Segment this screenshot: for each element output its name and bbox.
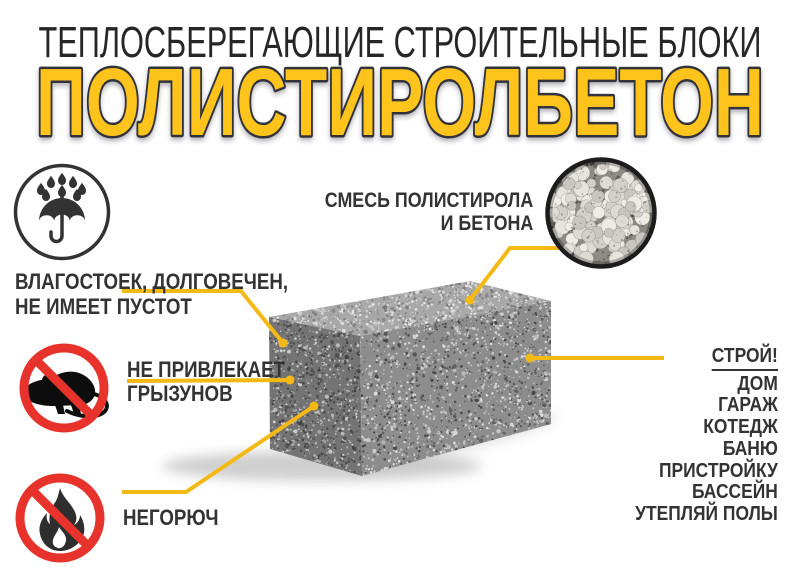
mix-label-line1: СМЕСЬ ПОЛИСТИРОЛА [325,190,533,213]
fire-label: НЕГОРЮЧ [123,506,219,530]
build-list-item: БАССЕЙН [635,481,778,503]
build-list-item: УТЕПЛЯЙ ПОЛЫ [635,503,778,525]
no-fire-icon [20,478,100,558]
build-list-title: СТРОЙ! [712,345,778,371]
build-list-item: ПРИСТРОЙКУ [635,460,778,482]
build-list: СТРОЙ! ДОМ ГАРАЖ КОТЕДЖ БАНЮ ПРИСТРОЙКУ … [635,345,778,525]
moisture-label-line2: НЕ ИМЕЕТ ПУСТОТ [15,294,288,319]
umbrella-rain-icon [16,166,109,259]
build-list-title-row: СТРОЙ! [635,345,778,373]
no-rodents-icon [21,348,107,428]
rodents-label-line1: НЕ ПРИВЛЕКАЕТ [127,358,285,382]
concrete-block-3d [269,280,553,476]
moisture-label-line1: ВЛАГОСТОЕК, ДОЛГОВЕЧЕН, [15,269,288,294]
build-list-item: ГАРАЖ [635,394,778,416]
rodents-label-line2: ГРЫЗУНОВ [127,382,285,406]
moisture-label: ВЛАГОСТОЕК, ДОЛГОВЕЧЕН, НЕ ИМЕЕТ ПУСТОТ [15,269,288,319]
polystyrene-texture-circle [547,160,656,267]
build-list-item: ДОМ [635,373,778,395]
build-list-item: КОТЕДЖ [635,416,778,438]
mix-label: СМЕСЬ ПОЛИСТИРОЛА И БЕТОНА [325,190,533,235]
rodents-label: НЕ ПРИВЛЕКАЕТ ГРЫЗУНОВ [127,358,285,406]
build-list-item: БАНЮ [635,438,778,460]
mix-label-line2: И БЕТОНА [325,213,533,236]
poster-title: ПОЛИСТИРОЛБЕТОН [36,49,764,156]
